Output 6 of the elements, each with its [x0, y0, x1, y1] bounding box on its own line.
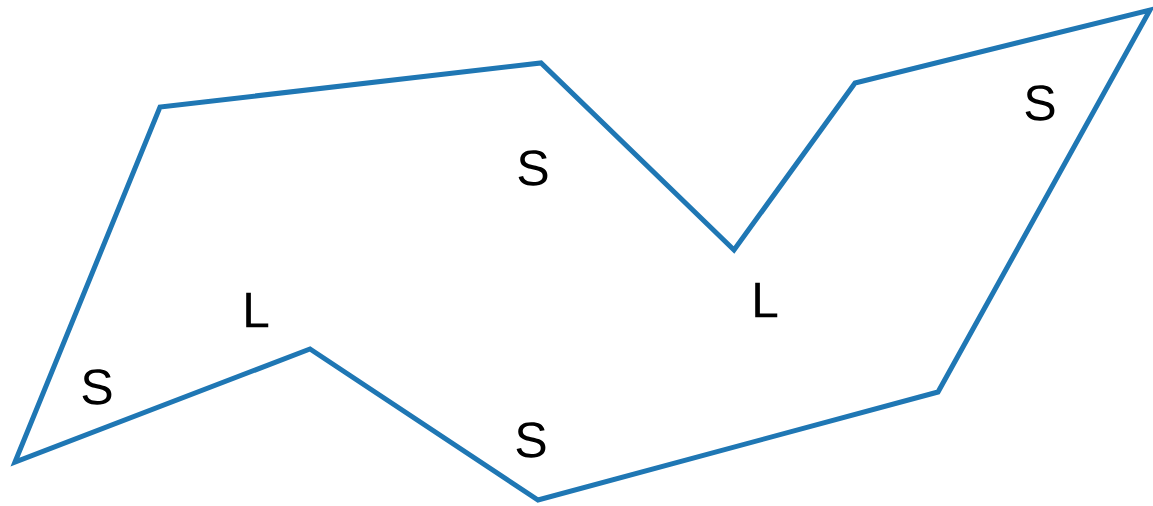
- side-label: L: [246, 292, 269, 328]
- side-label: S: [82, 369, 112, 405]
- side-label: S: [518, 150, 548, 186]
- side-label: S: [516, 422, 546, 458]
- side-label: S: [1025, 85, 1055, 121]
- side-label: L: [755, 282, 778, 318]
